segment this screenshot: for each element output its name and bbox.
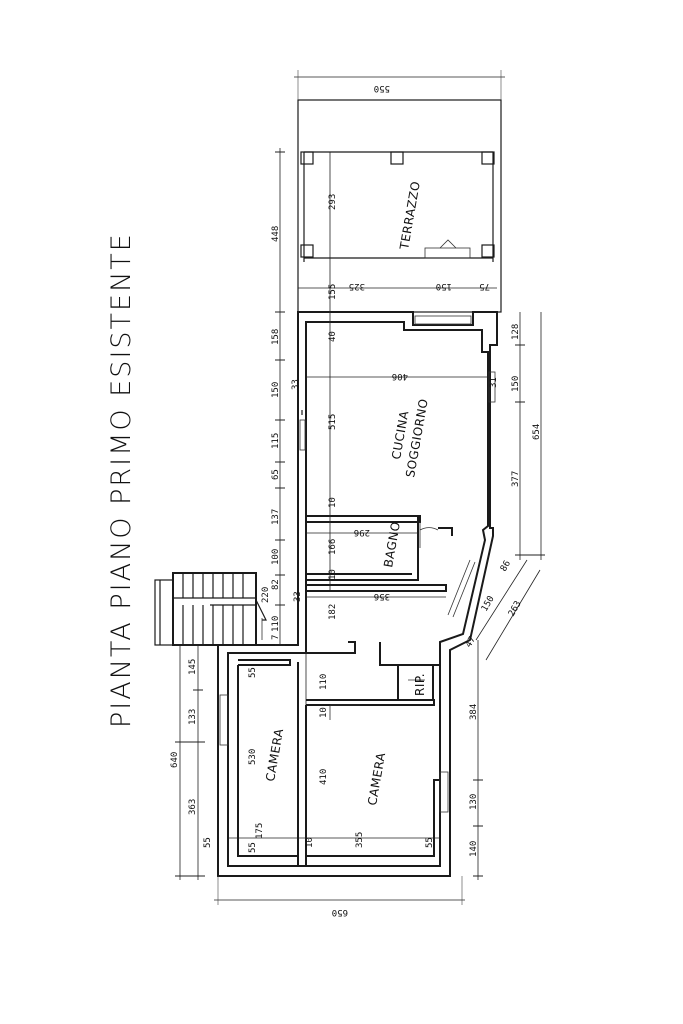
doors (261, 522, 439, 720)
dim-m55: 55 (248, 667, 258, 678)
room-camera-right-label: CAMERA (365, 751, 388, 806)
interior-walls (228, 312, 453, 866)
windows (219, 315, 496, 813)
dim-r150b: 150 (480, 594, 497, 613)
dim-r47: 47 (464, 635, 478, 649)
room-soggiorno-label: SOGGIORNO (403, 397, 431, 478)
dim-c182: 182 (328, 604, 338, 620)
dim-k10: 10 (328, 497, 338, 508)
dim-r130: 130 (469, 794, 479, 810)
dim-k515: 515 (328, 414, 338, 430)
dim-l158: 158 (271, 329, 281, 345)
dim-l55a: 55 (203, 837, 213, 848)
dim-cam530: 530 (248, 749, 258, 765)
dim-r150: 150 (511, 376, 521, 392)
dim-l82: 82 (271, 579, 281, 590)
staircase (154, 572, 267, 646)
room-rip-label: RIP. (413, 673, 427, 696)
exterior-walls (217, 311, 498, 877)
dim-r384: 384 (469, 704, 479, 720)
dim-l363: 363 (188, 799, 198, 815)
dim-l115: 115 (271, 433, 281, 449)
dim-l220: 220 (261, 587, 271, 603)
dim-l133: 133 (188, 709, 198, 725)
dim-l640: 640 (170, 752, 180, 768)
dim-cam175: 175 (255, 823, 265, 839)
dim-cam55c: 55 (425, 837, 435, 848)
dimension-lines (175, 70, 545, 905)
dim-b296: 296 (354, 527, 370, 537)
dim-top-width: 550 (374, 83, 390, 93)
dim-bottom-width: 650 (332, 907, 348, 917)
dim-r654: 654 (532, 424, 542, 440)
dim-b166: 166 (328, 539, 338, 555)
room-labels: TERRAZZO CUCINA SOGGIORNO BAGNO CAMERA C… (263, 180, 431, 807)
dim-l150: 150 (271, 382, 281, 398)
dim-k40: 40 (328, 331, 338, 342)
dim-l145: 145 (188, 659, 198, 675)
dim-t155: 155 (328, 284, 338, 300)
dim-c356: 356 (374, 591, 390, 601)
dim-k33: 33 (291, 379, 301, 390)
dim-cam55b: 55 (248, 842, 258, 853)
dim-k31: 31 (489, 377, 499, 388)
room-camera-left-label: CAMERA (263, 727, 286, 782)
dim-t325: 325 (349, 281, 365, 291)
dim-t75: 75 (479, 281, 490, 291)
dim-l7: 7 (271, 635, 281, 640)
dim-r377: 377 (511, 471, 521, 487)
dim-l65: 65 (271, 469, 281, 480)
dim-cam410: 410 (319, 769, 329, 785)
dim-b10: 10 (328, 569, 338, 580)
dim-r128: 128 (511, 324, 521, 340)
dim-cam10: 10 (305, 837, 315, 848)
dim-terrazzo-depth: 293 (328, 194, 338, 210)
dim-m110: 110 (319, 674, 329, 690)
dim-cam355: 355 (355, 832, 365, 848)
dimension-labels: 550 650 293 448 155 325 150 75 158 150 1… (170, 83, 542, 917)
dim-l137: 137 (271, 509, 281, 525)
dim-k406: 406 (392, 371, 408, 381)
dim-m10: 10 (319, 707, 329, 718)
dim-l110: 110 (271, 616, 281, 632)
dim-r86: 86 (499, 559, 513, 573)
room-bagno-label: BAGNO (381, 520, 403, 568)
room-terrazzo-label: TERRAZZO (397, 180, 423, 252)
plan-title: PIANTA PIANO PRIMO ESISTENTE (106, 232, 137, 728)
dim-terrazzo-length: 448 (271, 226, 281, 242)
dim-r263: 263 (507, 599, 524, 618)
dim-t150: 150 (436, 281, 452, 291)
dim-l100: 100 (271, 549, 281, 565)
dim-c33: 33 (293, 591, 303, 602)
dim-r140: 140 (469, 841, 479, 857)
